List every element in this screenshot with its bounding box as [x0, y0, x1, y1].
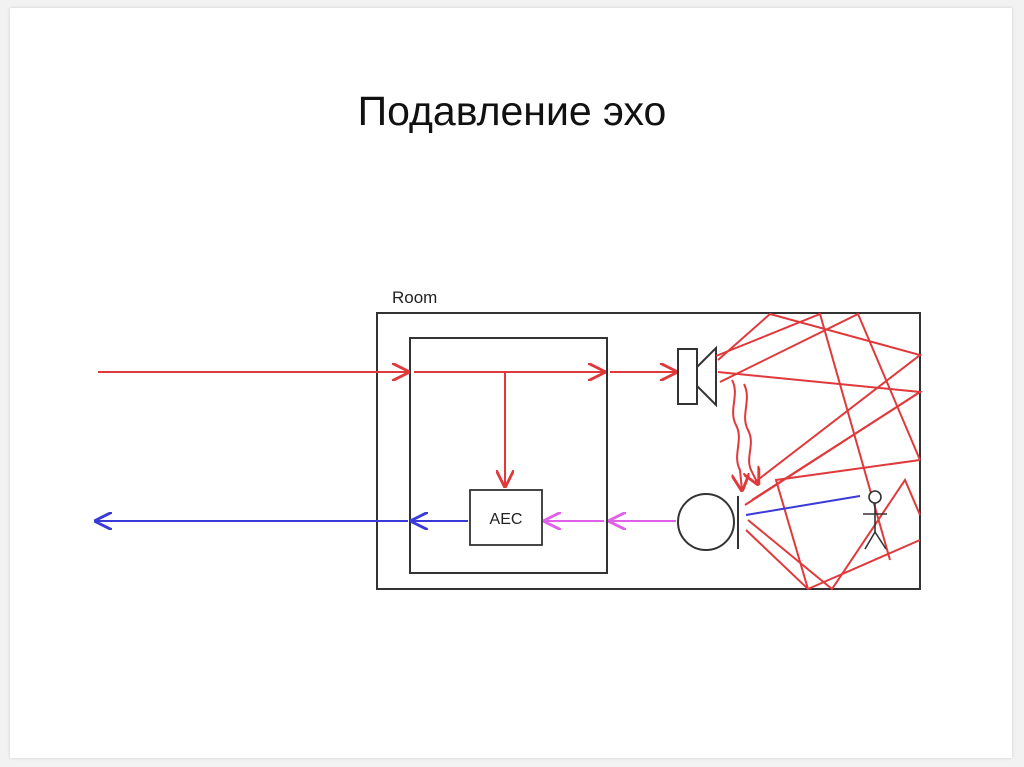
microphone-icon — [677, 493, 739, 551]
aec-block — [469, 489, 543, 546]
person-icon — [863, 490, 887, 550]
speech-path — [745, 495, 861, 516]
aec-label: AEC — [490, 511, 523, 528]
loudspeaker-icon — [677, 345, 717, 408]
slide — [10, 8, 1012, 758]
slide-title: Подавление эхо — [357, 88, 667, 134]
echo-paths — [715, 312, 923, 591]
room-box — [376, 312, 921, 590]
far-end-signal — [98, 372, 676, 486]
room-label: Room — [392, 288, 437, 307]
device-box — [409, 337, 608, 574]
